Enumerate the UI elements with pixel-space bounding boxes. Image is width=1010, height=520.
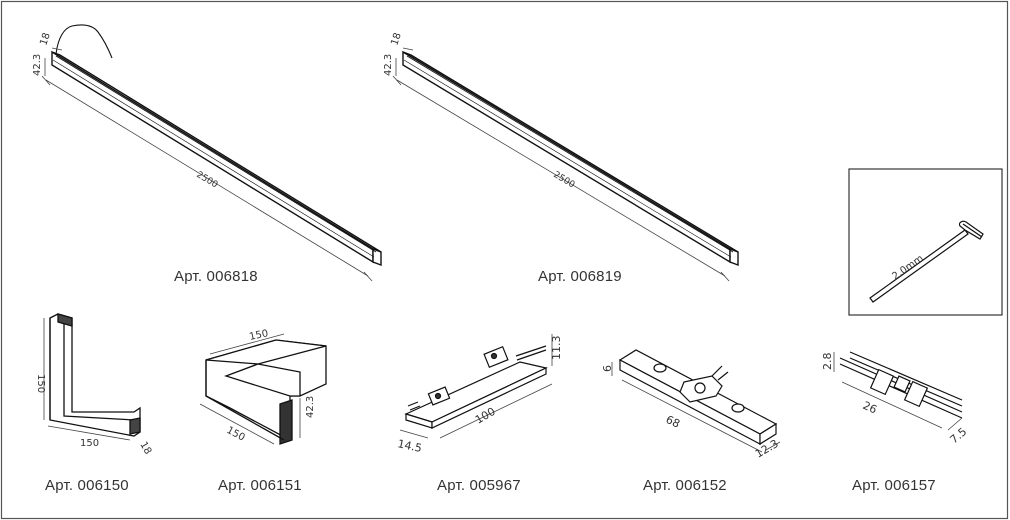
article-006152-label: Арт. 006152 (643, 477, 727, 494)
pin-connector-006157-drawing: 2.8 26 7.5 (821, 351, 970, 446)
dim-006818-width: 18 (38, 31, 52, 47)
article-006157-label: Арт. 006157 (852, 477, 936, 494)
corner-006151-drawing: 150 150 42.3 (199, 328, 327, 445)
dim-006819-length: 2500 (551, 170, 576, 191)
profile-006819-drawing: 42.3 18 2500 (383, 31, 739, 282)
article-005967-label: Арт. 005967 (437, 477, 521, 494)
dim-006157-length: 26 (861, 399, 879, 417)
dim-006151-side-a-label: 150 (248, 328, 269, 343)
article-006819-label: Арт. 006819 (538, 268, 622, 285)
dim-006818-length: 2500 (194, 170, 219, 191)
dim-006150-side-a: 150 (35, 374, 46, 393)
article-006818-label: Арт. 006818 (174, 268, 258, 285)
mount-bracket-006152-drawing: 6 68 12.3 (601, 349, 781, 461)
article-006151-label: Арт. 006151 (218, 477, 302, 494)
profile-006818-drawing: 42.3 18 2500 (32, 24, 382, 282)
dim-006150-side-b: 150 (80, 438, 99, 449)
dim-006152-length: 68 (664, 413, 682, 431)
dim-006157-height: 2.8 (821, 353, 834, 371)
dim-006151-height-label: 42.3 (305, 396, 316, 418)
dim-006818-height: 42.3 (32, 54, 43, 76)
hex-key-inset: 2.0mm (848, 168, 1003, 316)
dim-006157-width: 7.5 (948, 425, 970, 446)
corner-006150-drawing: 150 150 18 (35, 313, 153, 457)
dim-005967-width: 14.5 (396, 437, 423, 455)
dim-006819-width: 18 (389, 31, 403, 47)
dim-005967-length: 100 (473, 405, 498, 427)
dim-006152-height: 6 (601, 365, 614, 372)
dim-006819-height: 42.3 (383, 54, 394, 76)
dim-006150-depth: 18 (137, 440, 153, 457)
dim-005967-height: 11.3 (550, 336, 563, 361)
power-connector-005967-drawing: 11.3 100 14.5 (396, 334, 563, 455)
article-006150-label: Арт. 006150 (45, 477, 129, 494)
